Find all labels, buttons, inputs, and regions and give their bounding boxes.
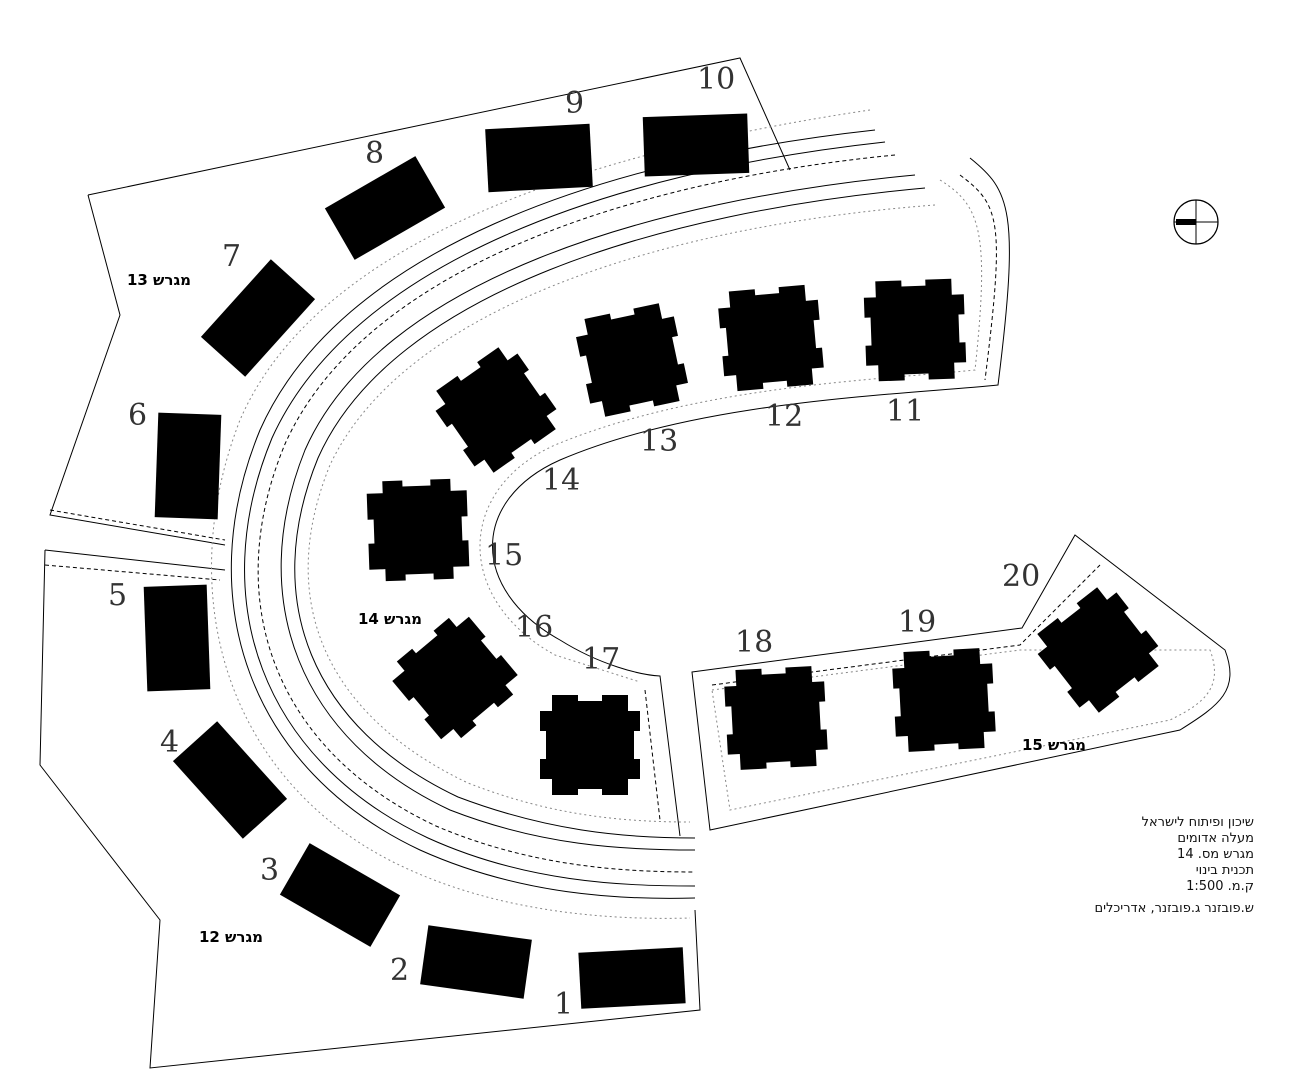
building-11 xyxy=(863,278,967,382)
building-6 xyxy=(154,412,225,520)
building-13 xyxy=(572,300,692,420)
building-label-18: 18 xyxy=(735,625,773,660)
plot-12-boundary xyxy=(39,549,701,1069)
title-line-plot: מגרש מס. 14 xyxy=(1177,847,1254,862)
building-2 xyxy=(419,925,532,1002)
building-19 xyxy=(891,647,997,753)
building-4 xyxy=(171,721,288,841)
building-20 xyxy=(1027,579,1169,721)
building-label-5: 5 xyxy=(108,578,127,613)
building-17 xyxy=(540,695,640,795)
plot-13-label: מגרש 13 xyxy=(127,271,191,289)
building-14 xyxy=(426,340,566,480)
north-arrow-icon xyxy=(1173,199,1219,245)
plot-12-label: מגרש 12 xyxy=(199,928,263,946)
access-road xyxy=(211,109,936,919)
title-line-developer: שיכון ופיתוח לישראל xyxy=(1141,815,1254,830)
building-label-3: 3 xyxy=(260,853,279,888)
building-12 xyxy=(716,283,826,393)
building-label-8: 8 xyxy=(365,136,384,171)
title-block: שיכון ופיתוח לישראל מעלה אדומים מגרש מס.… xyxy=(1095,815,1255,917)
building-label-13: 13 xyxy=(640,424,678,459)
building-label-1: 1 xyxy=(554,987,573,1022)
building-5 xyxy=(140,584,211,692)
building-16 xyxy=(384,607,526,749)
plot-14-label: מגרש 14 xyxy=(358,610,422,628)
building-label-12: 12 xyxy=(765,399,803,434)
building-label-20: 20 xyxy=(1002,559,1040,594)
building-label-9: 9 xyxy=(565,86,584,121)
building-label-4: 4 xyxy=(160,725,179,760)
building-label-17: 17 xyxy=(582,642,620,677)
building-label-6: 6 xyxy=(128,398,147,433)
building-label-15: 15 xyxy=(485,538,523,573)
plot-15-boundary xyxy=(691,534,1231,831)
building-label-2: 2 xyxy=(390,953,409,988)
building-label-11: 11 xyxy=(886,394,924,429)
building-10 xyxy=(642,113,750,180)
building-label-14: 14 xyxy=(542,463,580,498)
title-line-architects: ש.פובזנר ג.פובזנר, אדריכלים xyxy=(1094,901,1255,916)
title-line-scale: ק.מ. 1:500 xyxy=(1186,879,1254,894)
building-15 xyxy=(366,478,470,582)
building-1 xyxy=(578,947,686,1012)
building-18 xyxy=(723,665,829,771)
building-7 xyxy=(200,259,317,379)
plot-15-label: מגרש 15 xyxy=(1022,736,1086,754)
building-9 xyxy=(485,123,593,195)
plot-14-inner-boundary xyxy=(479,157,1010,837)
building-label-19: 19 xyxy=(898,605,936,640)
building-8 xyxy=(324,156,447,263)
title-line-location: מעלה אדומים xyxy=(1177,831,1254,846)
building-label-16: 16 xyxy=(515,610,553,645)
title-line-plan-type: תכנית בינוי xyxy=(1195,863,1254,878)
building-label-10: 10 xyxy=(697,62,735,97)
plot-13-boundary xyxy=(49,57,791,546)
building-3 xyxy=(278,843,401,950)
building-label-7: 7 xyxy=(222,239,241,274)
